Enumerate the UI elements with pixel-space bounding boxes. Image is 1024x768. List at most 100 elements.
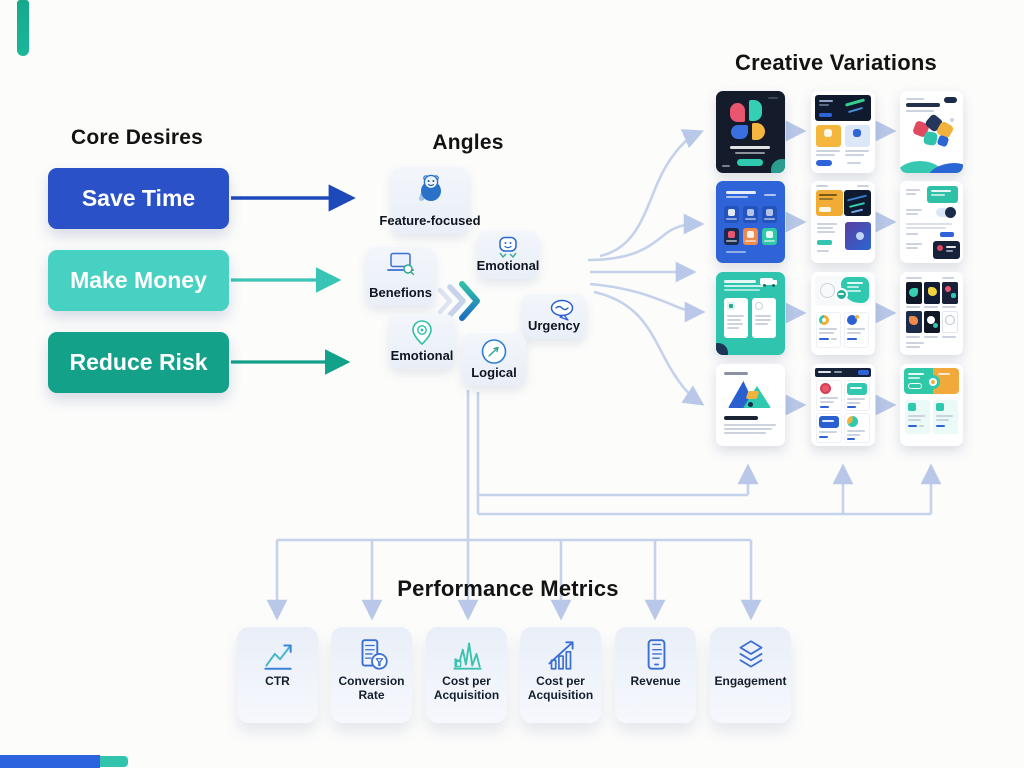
decor-shape (499, 236, 517, 252)
map-pin-icon (412, 320, 432, 346)
decor-shape (735, 152, 765, 154)
decor-shape (945, 286, 951, 292)
decor-shape (819, 328, 837, 330)
decor-shape (764, 240, 775, 242)
decor-shape (599, 129, 704, 258)
decor-shape (504, 242, 507, 244)
desire-box-make-money: Make Money (48, 250, 229, 311)
decor-shape (936, 134, 950, 148)
decor-shape (651, 649, 662, 659)
metric-label: CTR (265, 674, 290, 688)
decor-shape (850, 387, 862, 389)
decor-shape (855, 315, 859, 319)
decor-shape (909, 288, 918, 297)
layers-icon (739, 640, 762, 668)
metric-card-cost-per-acquisition-2: Cost per Acquisition (520, 627, 601, 723)
decor-shape (906, 346, 920, 348)
decor-shape (726, 191, 756, 194)
decor-shape (724, 428, 772, 430)
decor-shape (820, 406, 829, 408)
decor-shape (816, 150, 840, 152)
metric-label: Revenue (630, 674, 681, 688)
decor-shape (945, 207, 956, 218)
decor-shape (724, 280, 756, 283)
decor-shape (772, 284, 775, 287)
angle-label: Benefions (369, 285, 432, 300)
angles-heading: Angles (432, 131, 504, 154)
decor-shape (726, 218, 737, 220)
decor-shape (847, 162, 861, 164)
performance-metrics-heading: Performance Metrics (397, 576, 619, 601)
decor-shape (927, 316, 935, 324)
decor-shape (724, 424, 776, 426)
decor-shape (845, 150, 869, 152)
document-funnel-icon (361, 639, 388, 670)
decor-shape (755, 315, 771, 317)
decor-shape (819, 431, 837, 433)
metric-card-cost-per-acquisition-1: Cost per Acquisition (426, 627, 507, 723)
decor-shape (459, 281, 480, 321)
face-badge-icon (499, 236, 517, 258)
decor-shape (857, 185, 869, 187)
decor-shape (906, 98, 924, 100)
decor-shape (409, 271, 414, 276)
desire-box-save-time: Save Time (48, 168, 229, 229)
decor-shape (940, 232, 954, 237)
decor-shape (749, 100, 762, 121)
decor-shape (375, 658, 383, 667)
decor-shape (820, 397, 838, 399)
chat-bubble-icon (550, 299, 573, 321)
decor-shape (906, 213, 918, 215)
angle-label: Logical (471, 365, 517, 380)
creative-card-r1c3 (900, 91, 963, 173)
decor-shape (730, 146, 770, 149)
decor-shape (928, 287, 937, 296)
decor-shape (747, 231, 754, 238)
angle-label: Urgency (527, 318, 581, 333)
decor-shape (816, 160, 832, 166)
decor-shape (361, 639, 378, 667)
decor-shape (555, 305, 569, 311)
angle-label: Emotional (476, 258, 540, 273)
decor-shape (847, 438, 855, 440)
decor-shape (936, 419, 949, 421)
decor-shape (909, 316, 918, 325)
decor-shape (755, 302, 763, 310)
decor-shape (908, 383, 922, 389)
decor-shape (724, 289, 760, 291)
decor-shape (906, 223, 952, 225)
decor-shape (847, 416, 858, 427)
decor-shape (564, 650, 571, 670)
decor-shape (838, 293, 844, 295)
decor-shape (412, 320, 432, 346)
angle-card-emotional-bottom: Emotional (389, 314, 455, 369)
angle-card-feature-focused: Feature-focused (379, 167, 481, 234)
decor-shape (951, 293, 956, 298)
creative-card-r4c3 (900, 364, 963, 446)
decor-shape (938, 373, 950, 375)
decor-shape (768, 97, 778, 99)
decor-shape (727, 315, 744, 317)
desire-arrows (231, 184, 356, 375)
decor-shape (427, 183, 435, 187)
decor-shape (727, 323, 743, 325)
bar-chart-icon (547, 641, 574, 670)
angles-to-creatives-arrows (587, 129, 706, 406)
metric-label: Cost per Acquisition (433, 674, 500, 702)
decor-shape (647, 639, 665, 670)
decor-shape (745, 218, 756, 220)
decor-shape (370, 653, 388, 670)
decor-shape (946, 246, 956, 248)
decor-shape (819, 104, 829, 106)
decor-shape (908, 415, 925, 417)
decor-shape (818, 371, 831, 373)
decor-shape (931, 380, 935, 384)
decor-shape (906, 103, 940, 107)
decor-shape (763, 284, 766, 287)
decor-shape (728, 231, 735, 238)
chevron-separator-icon (437, 281, 480, 321)
decor-shape (589, 282, 706, 323)
decor-shape (845, 154, 864, 156)
decor-shape (815, 368, 871, 377)
creative-card-r4c2 (811, 364, 875, 446)
